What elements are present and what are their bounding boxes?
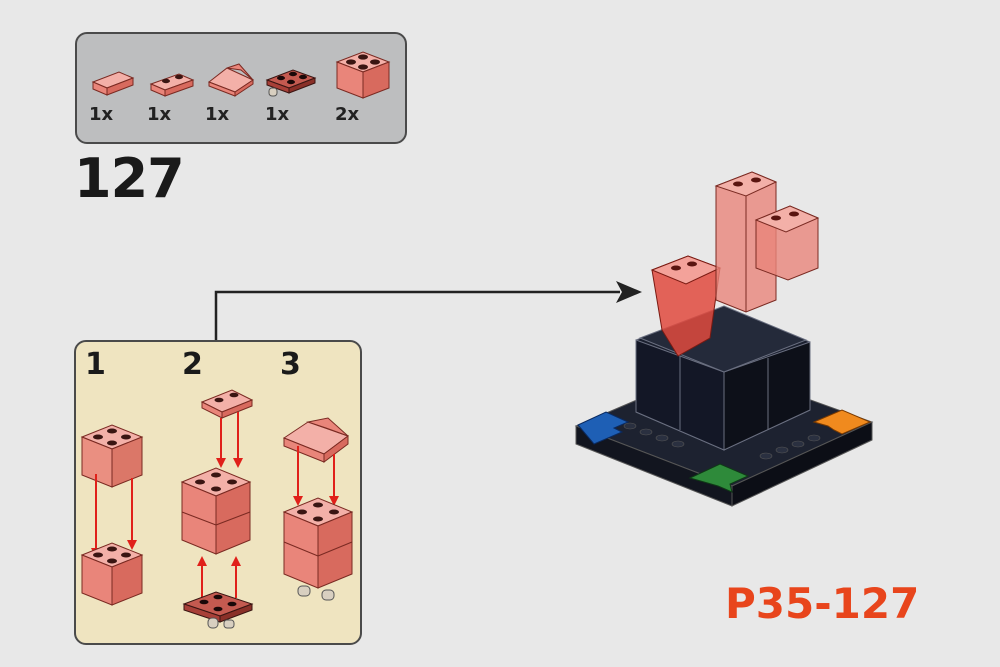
main-model-illustration — [574, 171, 874, 507]
part-qty: 1x — [205, 104, 230, 125]
plate-1x2-icon — [147, 70, 199, 100]
red-crystal-right — [754, 205, 820, 281]
part-qty: 1x — [89, 104, 114, 125]
step2-wheel-plate — [182, 591, 254, 629]
part-qty: 2x — [335, 104, 360, 125]
step-number: 127 — [74, 147, 185, 210]
part-qty: 1x — [265, 104, 290, 125]
step1-brick-bottom — [80, 542, 144, 606]
parts-list-panel: 1x 1x 1x 1x — [75, 32, 407, 144]
substep-number: 3 — [280, 347, 301, 382]
red-crystal-tall — [714, 171, 778, 313]
step3-slope — [282, 417, 350, 463]
blue-corner-tile — [577, 411, 630, 445]
step3-stack — [282, 497, 354, 601]
page-reference: P35-127 — [725, 579, 920, 628]
substep-number: 2 — [182, 347, 203, 382]
red-crystal-left — [650, 255, 722, 357]
step1-brick-top — [80, 424, 144, 488]
step2-plate — [200, 389, 254, 419]
sub-assembly-illustration — [80, 389, 354, 629]
step2-stack — [180, 467, 252, 555]
sub-assembly-panel: 1 2 3 — [74, 340, 362, 645]
slope-1x2-icon — [205, 58, 259, 98]
brick-2x2-icon — [331, 44, 395, 104]
plate-2x2-wheels-icon — [261, 64, 321, 104]
green-corner-tile — [688, 463, 750, 493]
substep-number: 1 — [85, 347, 106, 382]
orange-corner-tile — [812, 409, 872, 435]
part-qty: 1x — [147, 104, 172, 125]
tile-1x2-icon — [89, 68, 137, 98]
